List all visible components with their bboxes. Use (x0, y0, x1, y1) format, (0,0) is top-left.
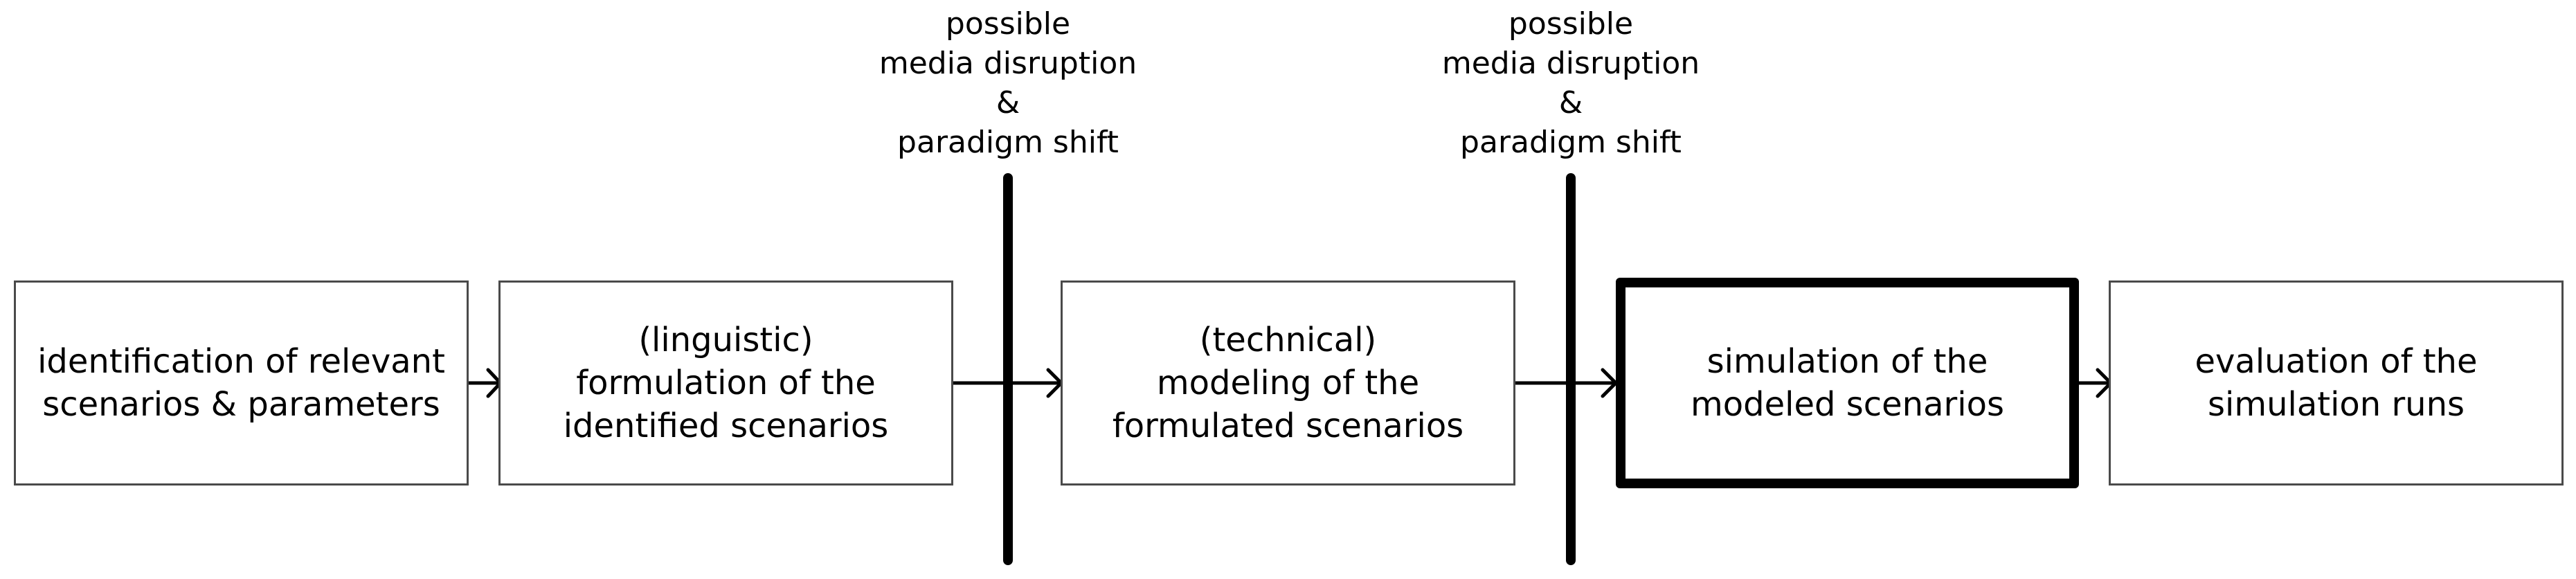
step-modeling: (technical) modeling of the formulated s… (1061, 280, 1515, 486)
step-simulation-line-1: simulation of the (1706, 342, 1988, 381)
step-identification-line-2: scenarios & parameters (42, 385, 440, 424)
disruption-bar-2 (1566, 173, 1576, 565)
disruption-label-1-line-4: paradigm shift (897, 125, 1119, 160)
step-evaluation: evaluation of the simulation runs (2109, 280, 2564, 486)
step-modeling-line-3: formulated scenarios (1112, 407, 1464, 445)
arrow-4-to-5 (2077, 368, 2113, 398)
disruption-label-1-line-3: & (996, 85, 1020, 121)
step-formulation-line-2: formulation of the (576, 364, 876, 402)
step-modeling-line-1: (technical) (1199, 321, 1377, 359)
step-formulation-line-1: (linguistic) (638, 321, 813, 359)
step-simulation-text: simulation of the modeled scenarios (1691, 340, 2004, 426)
disruption-label-2-line-2: media disruption (1441, 46, 1700, 81)
disruption-label-1: possible media disruption & paradigm shi… (814, 4, 1202, 162)
step-evaluation-line-1: evaluation of the (2195, 342, 2478, 381)
disruption-label-2-line-4: paradigm shift (1460, 125, 1682, 160)
step-formulation-text: (linguistic) formulation of the identifi… (564, 319, 889, 447)
step-identification-text: identification of relevant scenarios & p… (37, 340, 445, 426)
disruption-label-2-line-1: possible (1508, 6, 1634, 42)
step-modeling-line-2: modeling of the (1156, 364, 1420, 402)
disruption-label-2: possible media disruption & paradigm shi… (1377, 4, 1765, 162)
step-simulation-line-2: modeled scenarios (1691, 385, 2004, 424)
step-identification-line-1: identification of relevant (37, 342, 445, 381)
disruption-label-1-line-1: possible (945, 6, 1071, 42)
step-evaluation-line-2: simulation runs (2207, 385, 2465, 424)
step-identification: identification of relevant scenarios & p… (14, 280, 469, 486)
disruption-bar-1 (1003, 173, 1013, 565)
step-formulation: (linguistic) formulation of the identifi… (498, 280, 953, 486)
step-simulation: simulation of the modeled scenarios (1616, 278, 2079, 488)
step-modeling-text: (technical) modeling of the formulated s… (1113, 319, 1463, 447)
disruption-label-1-line-2: media disruption (879, 46, 1137, 81)
arrow-1-to-2 (467, 368, 503, 398)
step-evaluation-text: evaluation of the simulation runs (2195, 340, 2477, 426)
step-formulation-line-3: identified scenarios (563, 407, 889, 445)
disruption-label-2-line-3: & (1558, 85, 1583, 121)
